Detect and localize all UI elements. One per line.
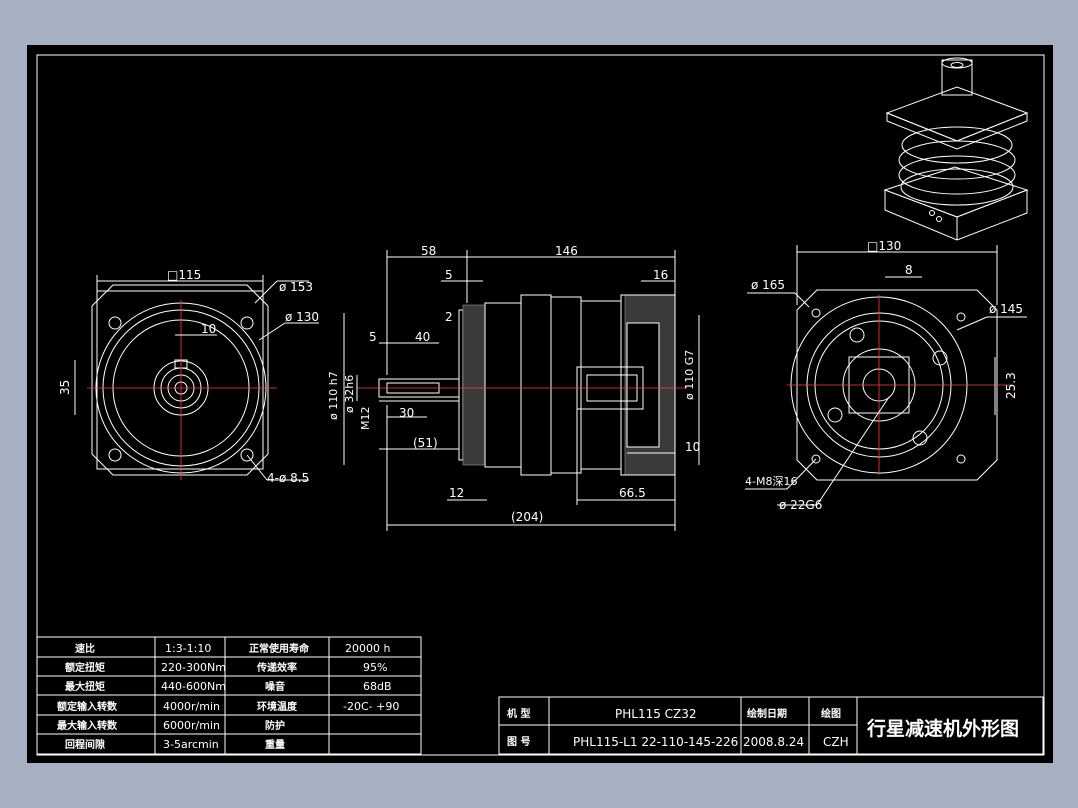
spec-table: 速比 1:3-1:10 正常使用寿命 20000 h 额定扭矩 220-300N… [36, 636, 422, 755]
spec-key: 最大输入转数 [57, 719, 118, 732]
dim-square-130: □130 [867, 239, 901, 253]
dim-8: 8 [905, 263, 913, 277]
dim-66-5: 66.5 [619, 486, 646, 500]
spec-key: 速比 [75, 642, 95, 655]
dim-total-204: (204) [511, 510, 543, 524]
dim-2: 2 [445, 310, 453, 324]
spec-key: 回程间隙 [65, 738, 105, 751]
dim-key-10: 10 [201, 322, 216, 336]
drawer-label: 绘图 [821, 707, 841, 720]
dim-5-shaft: 5 [369, 330, 377, 344]
front-view: □115 ø 153 ø 130 10 35 4-ø 8.5 [58, 268, 319, 485]
dim-51: (51) [413, 436, 438, 450]
side-view: ø 110 h7 ø 32h6 M12 ø 110 G7 58 146 5 16… [327, 244, 700, 531]
rear-view: □130 8 ø 165 ø 145 25.3 4-M8深16 ø 22G6 [745, 239, 1027, 512]
spec-key: 额定扭矩 [65, 661, 105, 674]
date-label: 绘制日期 [747, 707, 787, 720]
drawing-frame [36, 54, 1045, 756]
spec-value: -20C- +90 [343, 700, 399, 713]
spec-value: 20000 h [345, 642, 390, 655]
dim-d22: ø 22G6 [779, 498, 822, 512]
dim-holes-m8: 4-M8深16 [745, 475, 797, 488]
title-block: 机 型 PHL115 CZ32 图 号 PHL115-L1 22-110-145… [498, 696, 1044, 755]
spec-value: 1:3-1:10 [165, 642, 211, 655]
dim-35: 35 [58, 380, 72, 395]
spec-value: 3-5arcmin [163, 738, 219, 751]
drawing-no-value: PHL115-L1 22-110-145-226 [573, 735, 738, 749]
spec-key: 最大扭矩 [65, 680, 105, 693]
dim-holes-8-5: 4-ø 8.5 [267, 471, 309, 485]
cad-drawing: □115 ø 153 ø 130 10 35 4-ø 8.5 ø 110 h7 [36, 54, 1045, 756]
spec-key: 防护 [265, 719, 285, 732]
dim-d165: ø 165 [751, 278, 785, 292]
drawing-canvas: □115 ø 153 ø 130 10 35 4-ø 8.5 ø 110 h7 [27, 45, 1053, 763]
model-label: 机 型 [507, 707, 530, 720]
spec-value: 4000r/min [163, 700, 220, 713]
spec-value: 95% [363, 661, 387, 674]
spec-key: 环境温度 [257, 700, 298, 713]
spec-key: 传递效率 [256, 661, 297, 674]
dim-key-d32: ø 32h6 [343, 375, 356, 413]
spec-value: 6000r/min [163, 719, 220, 732]
dim-58: 58 [421, 244, 436, 258]
dim-25-3: 25.3 [1004, 372, 1018, 399]
dim-16: 16 [653, 268, 668, 282]
dim-m12: M12 [359, 407, 372, 431]
dim-d130: ø 130 [285, 310, 319, 324]
dim-square-115: □115 [167, 268, 201, 282]
dim-12: 12 [449, 486, 464, 500]
dim-40: 40 [415, 330, 430, 344]
spec-value: 68dB [363, 680, 392, 693]
isometric-view [883, 57, 1029, 241]
dim-d153: ø 153 [279, 280, 313, 294]
spec-value: 220-300Nm [161, 661, 226, 674]
dim-10: 10 [685, 440, 700, 454]
dim-shaft-d110: ø 110 h7 [327, 371, 340, 420]
spec-value: 440-600Nm [161, 680, 226, 693]
spec-key: 噪音 [265, 680, 285, 693]
spec-key: 重量 [265, 738, 285, 751]
drawer-value: CZH [823, 735, 849, 749]
drawing-title: 行星减速机外形图 [866, 717, 1019, 740]
spec-key: 正常使用寿命 [249, 642, 310, 655]
model-value: PHL115 CZ32 [615, 707, 697, 721]
dim-bore-110: ø 110 G7 [683, 350, 696, 400]
date-value: 2008.8.24 [743, 735, 804, 749]
dim-146: 146 [555, 244, 578, 258]
dim-d145: ø 145 [989, 302, 1023, 316]
dim-30: 30 [399, 406, 414, 420]
dim-5-top: 5 [445, 268, 453, 282]
drawing-no-label: 图 号 [507, 736, 530, 748]
spec-key: 额定输入转数 [57, 700, 118, 713]
